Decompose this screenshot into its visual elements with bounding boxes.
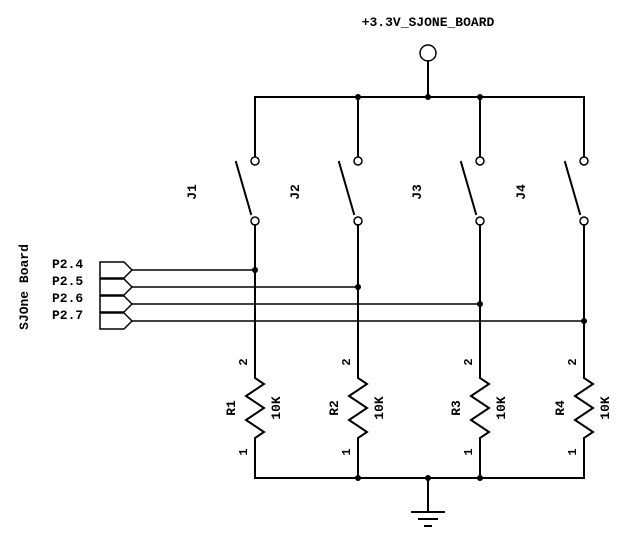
switch-column-2 — [337, 96, 363, 369]
switch-contact-icon — [475, 156, 485, 166]
resistor-r1 — [244, 367, 266, 479]
switch-column-3 — [459, 96, 485, 369]
switch-contact-icon — [579, 156, 589, 166]
pin-number: 2 — [237, 358, 251, 365]
switch-contact-icon — [353, 216, 363, 226]
junction-dot — [477, 475, 483, 481]
resistor-value-label: 10K — [494, 396, 509, 420]
ground-icon — [411, 477, 445, 527]
port-connector-icon — [99, 295, 134, 313]
resistor-name-label: R3 — [449, 400, 464, 416]
switch-contact-icon — [579, 216, 589, 226]
pin-number: 2 — [462, 358, 476, 365]
port-connector-icon — [99, 278, 134, 296]
port-label: P2.4 — [52, 257, 83, 272]
resistor-r3 — [469, 367, 491, 479]
resistor-icon — [469, 367, 491, 479]
port-label: P2.6 — [52, 291, 83, 306]
resistor-value-label: 10K — [598, 396, 613, 420]
resistor-icon — [244, 367, 266, 479]
resistor-name-label: R1 — [224, 400, 239, 416]
power-supply-label: +3.3V_SJONE_BOARD — [362, 15, 495, 30]
port-connector-p2-7 — [99, 312, 587, 330]
switch-blade-icon — [234, 160, 253, 216]
pin-number: 1 — [566, 448, 580, 455]
switch-label-j4: J4 — [514, 184, 529, 200]
pin-number: 1 — [462, 448, 476, 455]
switch-label-j2: J2 — [288, 184, 303, 200]
junction-dot — [425, 94, 431, 100]
resistor-icon — [347, 367, 369, 479]
port-connector-icon — [99, 312, 134, 330]
switch-blade-icon — [563, 160, 582, 216]
junction-dot — [355, 475, 361, 481]
board-label: SJOne Board — [17, 244, 32, 330]
resistor-value-label: 10K — [372, 396, 387, 420]
switch-blade-icon — [459, 160, 478, 216]
resistor-name-label: R2 — [327, 400, 342, 416]
port-label: P2.7 — [52, 308, 83, 323]
switch-contact-icon — [250, 216, 260, 226]
pin-number: 1 — [237, 448, 251, 455]
pin-number: 2 — [566, 358, 580, 365]
resistor-r4 — [573, 367, 595, 479]
port-connector-p2-5 — [99, 278, 361, 296]
switch-label-j1: J1 — [185, 184, 200, 200]
switch-blade-icon — [337, 160, 356, 216]
switch-column-4 — [563, 96, 589, 369]
port-connector-p2-6 — [99, 295, 483, 313]
switch-contact-icon — [353, 156, 363, 166]
port-connector-icon — [99, 261, 134, 279]
switch-label-j3: J3 — [410, 184, 425, 200]
switch-contact-icon — [250, 156, 260, 166]
pin-number: 1 — [340, 448, 354, 455]
port-label: P2.5 — [52, 274, 83, 289]
port-connector-p2-4 — [99, 261, 258, 279]
switch-column-1 — [234, 96, 260, 369]
resistor-r2 — [347, 367, 369, 479]
power-terminal-icon — [419, 44, 437, 62]
pin-number: 2 — [340, 358, 354, 365]
resistor-value-label: 10K — [269, 396, 284, 420]
resistor-name-label: R4 — [553, 400, 568, 416]
switch-contact-icon — [475, 216, 485, 226]
resistor-icon — [573, 367, 595, 479]
